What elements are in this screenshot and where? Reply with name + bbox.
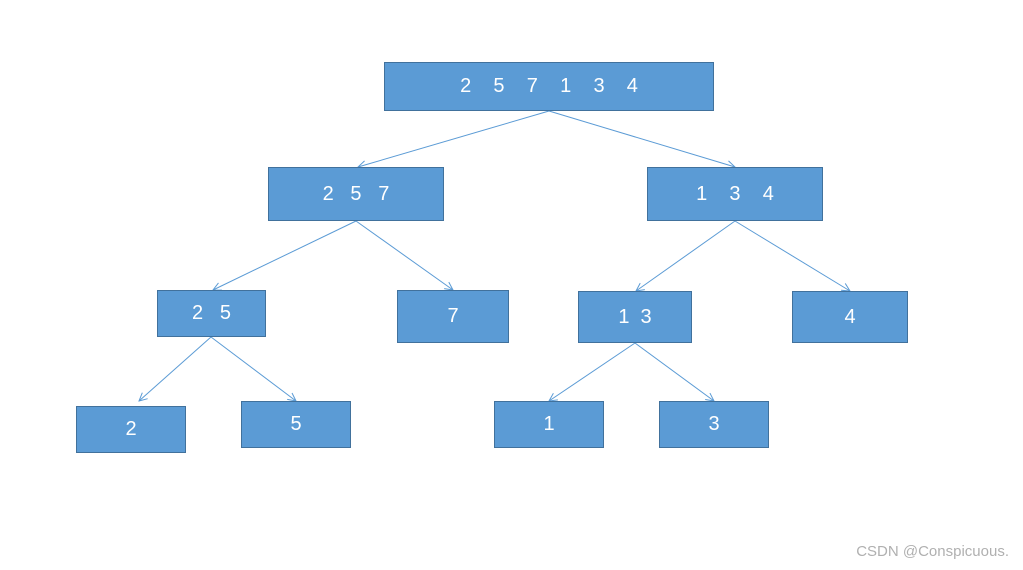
node-left-right: 7 xyxy=(397,290,509,343)
node-leaf-1: 1 xyxy=(494,401,604,448)
edge-leftleft-leaf2 xyxy=(139,336,212,401)
node-right-left: 1 3 xyxy=(578,291,692,343)
edge-right-rightright xyxy=(734,220,850,291)
edge-root-right xyxy=(548,110,735,167)
node-leaf-5: 5 xyxy=(241,401,351,448)
node-left: 2 5 7 xyxy=(268,167,444,221)
edge-rightleft-leaf3 xyxy=(634,342,714,401)
edge-right-rightleft xyxy=(636,220,736,291)
node-right: 1 3 4 xyxy=(647,167,823,221)
edge-left-leftleft xyxy=(213,220,357,290)
edge-root-left xyxy=(358,110,550,167)
watermark: CSDN @Conspicuous. xyxy=(856,543,1009,560)
edge-leftleft-leaf5 xyxy=(210,336,296,401)
edge-left-leftright xyxy=(355,220,453,290)
node-root: 2 5 7 1 3 4 xyxy=(384,62,714,111)
node-leaf-3: 3 xyxy=(659,401,769,448)
node-right-right: 4 xyxy=(792,291,908,343)
node-leaf-2: 2 xyxy=(76,406,186,453)
node-left-left: 2 5 xyxy=(157,290,266,337)
edge-rightleft-leaf1 xyxy=(549,342,636,401)
